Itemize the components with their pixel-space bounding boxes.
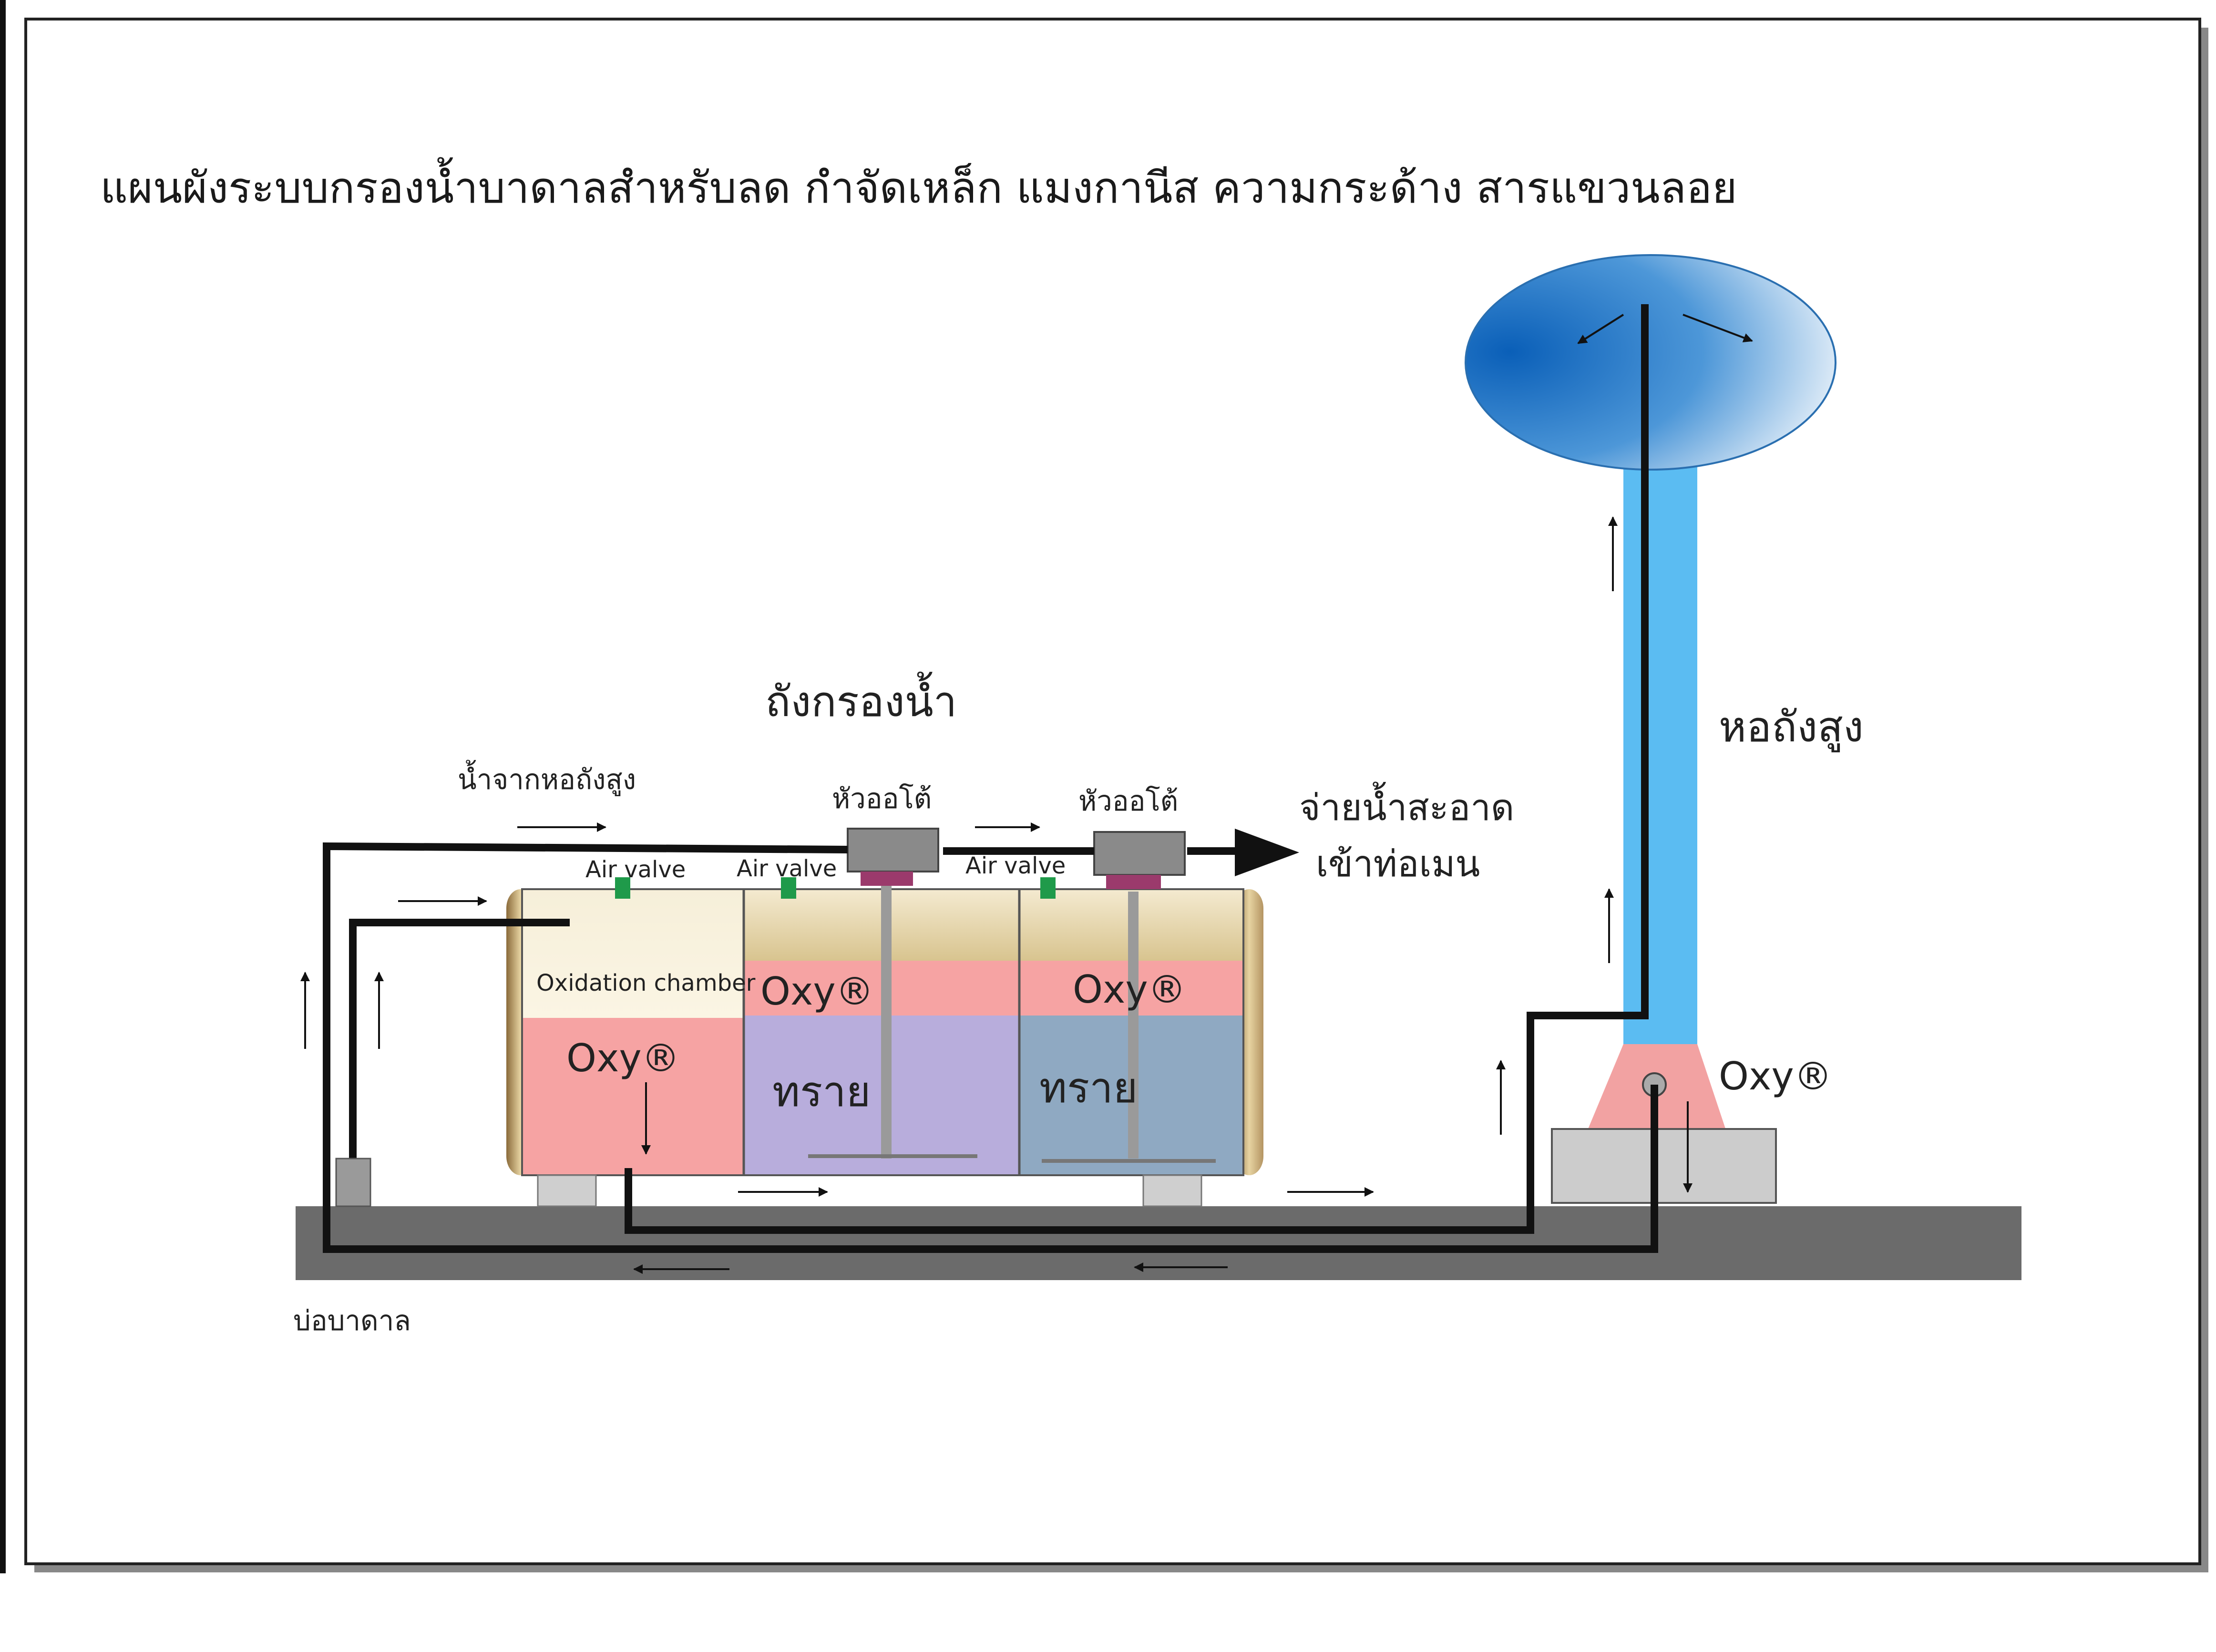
page-frame — [0, 0, 2208, 1573]
supply-label-line2: เข้าท่อเมน — [1316, 842, 1480, 885]
water-from-tower-label: น้ำจากหอถังสูง — [458, 760, 636, 796]
oxy-label-1: Oxy® — [566, 1036, 680, 1080]
ground-slab — [296, 1206, 2021, 1280]
chamber1-oxy-layer — [522, 1018, 744, 1175]
tower-foundation — [1551, 1128, 1777, 1204]
oxy-label-2: Oxy® — [760, 969, 874, 1014]
oxy-label-3: Oxy® — [1073, 967, 1186, 1012]
filter-tank — [506, 884, 1263, 1207]
riser-pipe-3 — [1128, 892, 1139, 1159]
auto-head-1 — [847, 828, 939, 886]
tank-foot-left — [537, 1174, 597, 1207]
tower-column — [1623, 458, 1697, 1049]
well-inlet-pipe — [349, 919, 570, 1168]
pipe-network — [323, 304, 1658, 1253]
well-label: บ่อบาดาล — [293, 1304, 411, 1337]
air-valve-1-icon — [615, 877, 630, 899]
air-valve-2-label: Air valve — [737, 855, 837, 882]
high-tower-label: หอถังสูง — [1719, 702, 1864, 752]
sand-label-1: ทราย — [772, 1067, 871, 1116]
tower-return-pipe — [323, 842, 1658, 1253]
air-valve-1-label: Air valve — [585, 856, 686, 883]
auto-head-2-label: หัวออโต้ — [1078, 785, 1178, 817]
auto-head-1-label: หัวออโต้ — [832, 782, 932, 815]
well-head — [335, 1158, 371, 1207]
water-tower — [1465, 254, 1836, 1204]
air-valve-2-icon — [781, 877, 796, 899]
diagram-title: แผนผังระบบกรองน้ำบาดาลสำหรับลด กำจัดเหล็… — [100, 157, 1737, 213]
air-valve-3-icon — [1040, 877, 1056, 899]
tank-foot-right — [1142, 1174, 1202, 1207]
supply-label-line1: จ่ายน้ำสะอาด — [1299, 781, 1514, 829]
filter-tank-label: ถังกรองน้ำ — [765, 672, 957, 726]
riser-pipe-2 — [881, 884, 892, 1159]
auto-head-2 — [1093, 831, 1186, 889]
tower-dome — [1465, 254, 1836, 471]
tower-supply-pipe — [625, 304, 1649, 1234]
oxidation-chamber-area — [522, 889, 744, 1018]
outlet-arrow-icon — [1235, 829, 1299, 876]
flow-arrows — [300, 314, 1753, 1274]
oxy-tower-label: Oxy® — [1719, 1054, 1832, 1098]
air-valve-3-label: Air valve — [965, 852, 1066, 879]
oxidation-chamber-label: Oxidation chamber — [536, 970, 756, 996]
sand-label-2: ทราย — [1039, 1063, 1138, 1112]
